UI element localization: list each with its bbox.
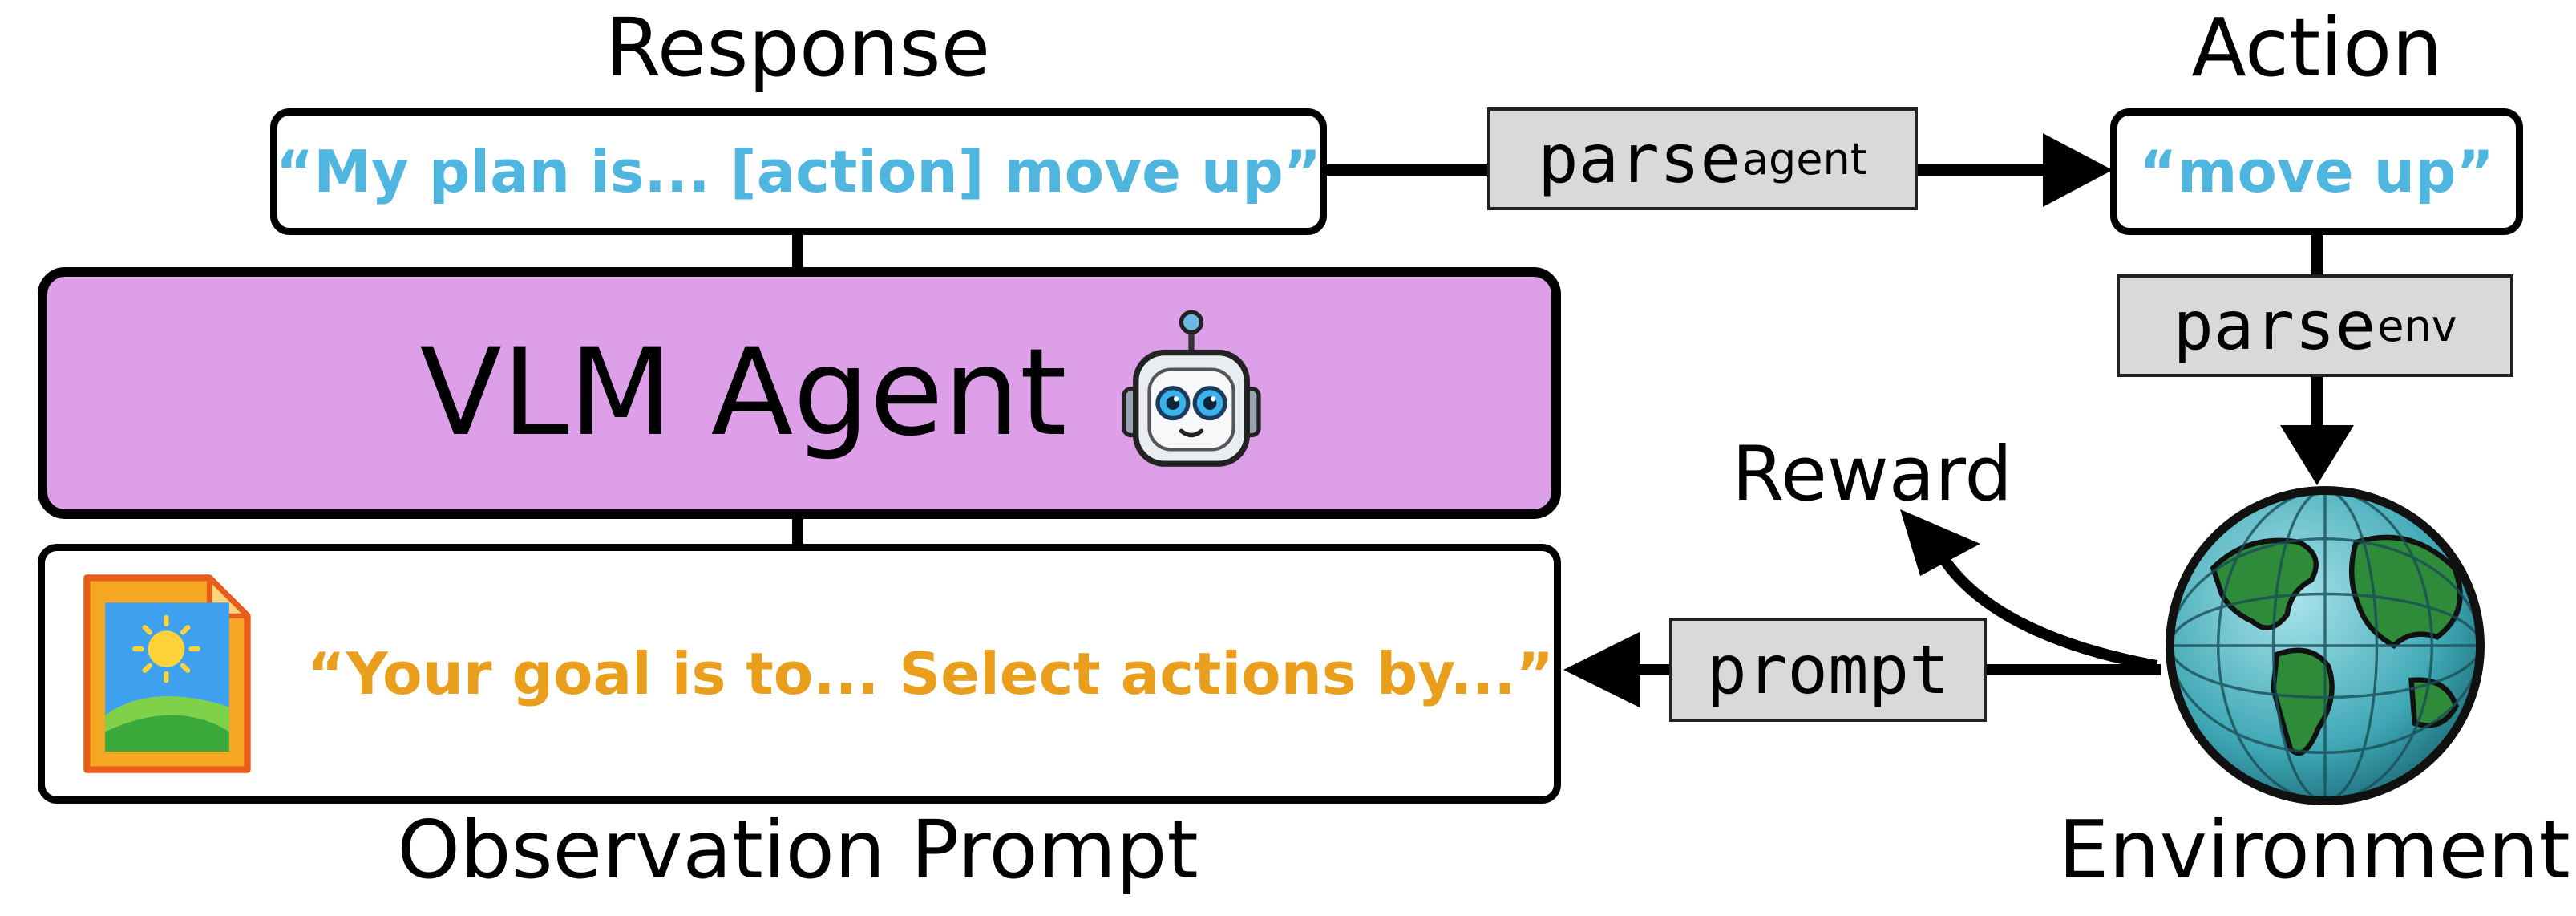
parse-action-arrowhead bbox=[2043, 133, 2113, 207]
prompt-observation-arrowhead bbox=[1563, 632, 1640, 707]
response-text: “My plan is... [action] move up” bbox=[275, 138, 1322, 205]
action-label: Action bbox=[2191, 1, 2443, 95]
parse-env-sub: env bbox=[2377, 300, 2457, 351]
prompt-tag: prompt bbox=[1669, 618, 1987, 722]
reward-label: Reward bbox=[1732, 431, 2013, 518]
prompt-tag-text: prompt bbox=[1706, 630, 1950, 709]
globe-icon bbox=[2166, 486, 2485, 805]
parse-env-globe-arrowhead bbox=[2280, 425, 2354, 485]
parse-agent-main: parse bbox=[1538, 120, 1741, 198]
reward-arrowhead bbox=[1900, 509, 1980, 576]
robot-icon bbox=[1122, 310, 1261, 467]
action-text: “move up” bbox=[2139, 138, 2494, 205]
observation-box: “Your goal is to... Select actions by...… bbox=[38, 544, 1561, 804]
action-box: “move up” bbox=[2110, 108, 2523, 235]
reward-arrow bbox=[1935, 550, 2158, 671]
vlm-agent-title: VLM Agent bbox=[419, 323, 1067, 463]
response-box: “My plan is... [action] move up” bbox=[270, 108, 1327, 235]
image-file-icon bbox=[83, 574, 251, 773]
response-label: Response bbox=[605, 1, 991, 95]
environment-label: Environment bbox=[2058, 803, 2570, 897]
vlm-agent-box: VLM Agent bbox=[38, 267, 1561, 519]
parse-agent-sub: agent bbox=[1741, 133, 1867, 184]
observation-text: “Your goal is to... Select actions by...… bbox=[306, 640, 1554, 707]
parse-env-main: parse bbox=[2173, 286, 2376, 365]
observation-prompt-label: Observation Prompt bbox=[397, 803, 1199, 897]
